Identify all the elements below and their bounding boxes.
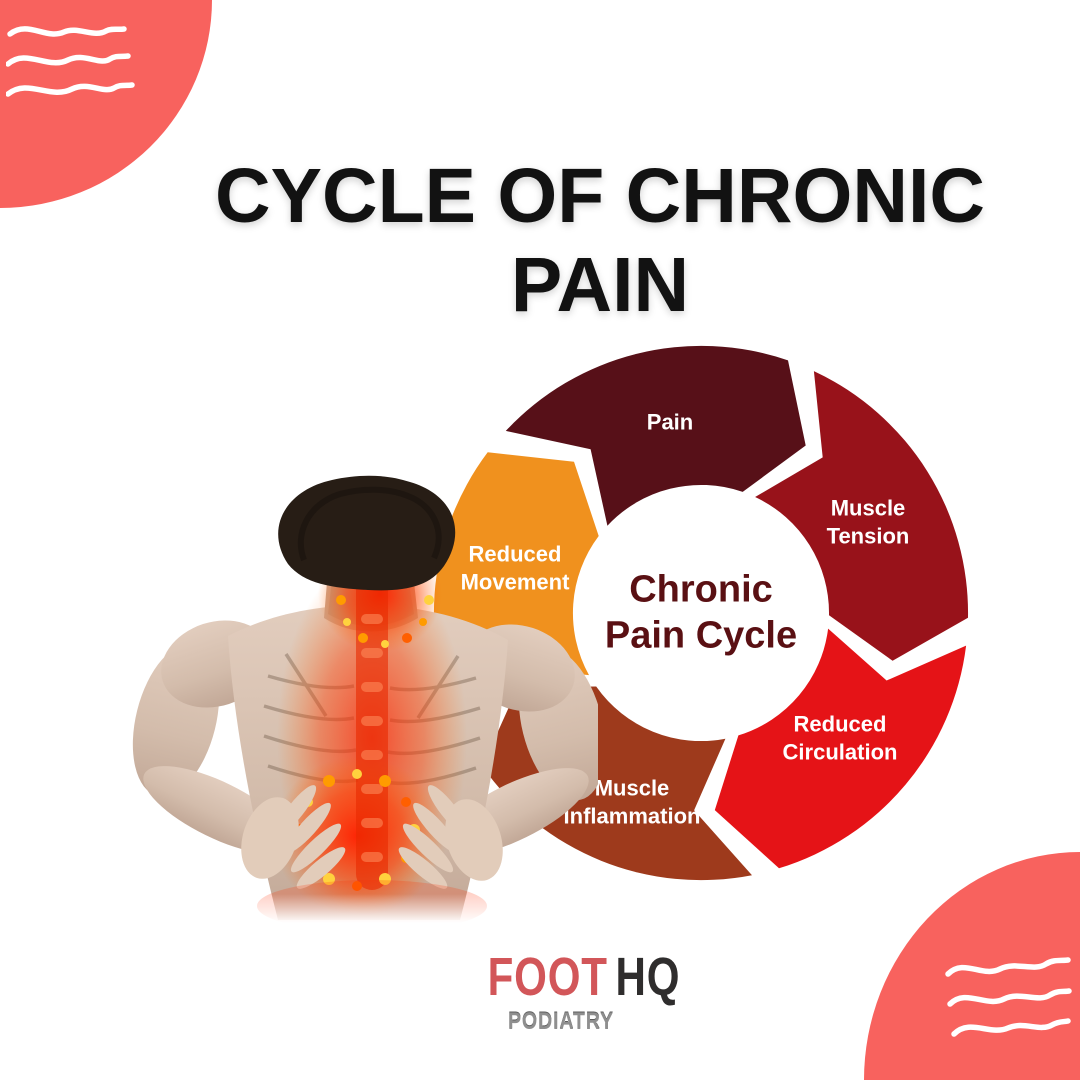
squiggle-lines-icon	[6, 26, 135, 97]
segment-pain-shape	[505, 345, 806, 526]
squiggle-lines-icon	[945, 957, 1072, 1037]
logo-word-foot: FOOT	[487, 947, 608, 1007]
logo-tagline: PODIATRY	[507, 1008, 614, 1035]
segment-muscle-tension-shape	[755, 371, 969, 661]
center-label-line2: Pain Cycle	[604, 614, 798, 656]
back-pain-photo	[118, 475, 598, 923]
segment-label-muscle-tension: Muscle Tension	[826, 495, 910, 549]
page-title: CYCLE OF CHRONIC PAIN	[120, 152, 1080, 331]
segment-label-muscle-inflammation: Muscle Inflammation	[563, 775, 701, 829]
center-label-line1: Chronic	[629, 568, 773, 611]
center-circle	[582, 494, 820, 732]
page-title-line1: CYCLE OF CHRONIC	[215, 152, 985, 239]
corner-blob-top-left	[0, 0, 212, 208]
page-title-line2: PAIN	[510, 241, 690, 328]
segment-reduced-circulation-shape	[714, 628, 967, 869]
segment-label-reduced-movement: Reduced Movement	[460, 541, 570, 595]
segment-label-reduced-circulation: Reduced Circulation	[782, 711, 898, 765]
diagram-center-label: Chronic Pain Cycle	[605, 567, 797, 658]
logo-word-hq: HQ	[615, 947, 681, 1007]
segment-label-pain: Pain	[646, 409, 694, 435]
